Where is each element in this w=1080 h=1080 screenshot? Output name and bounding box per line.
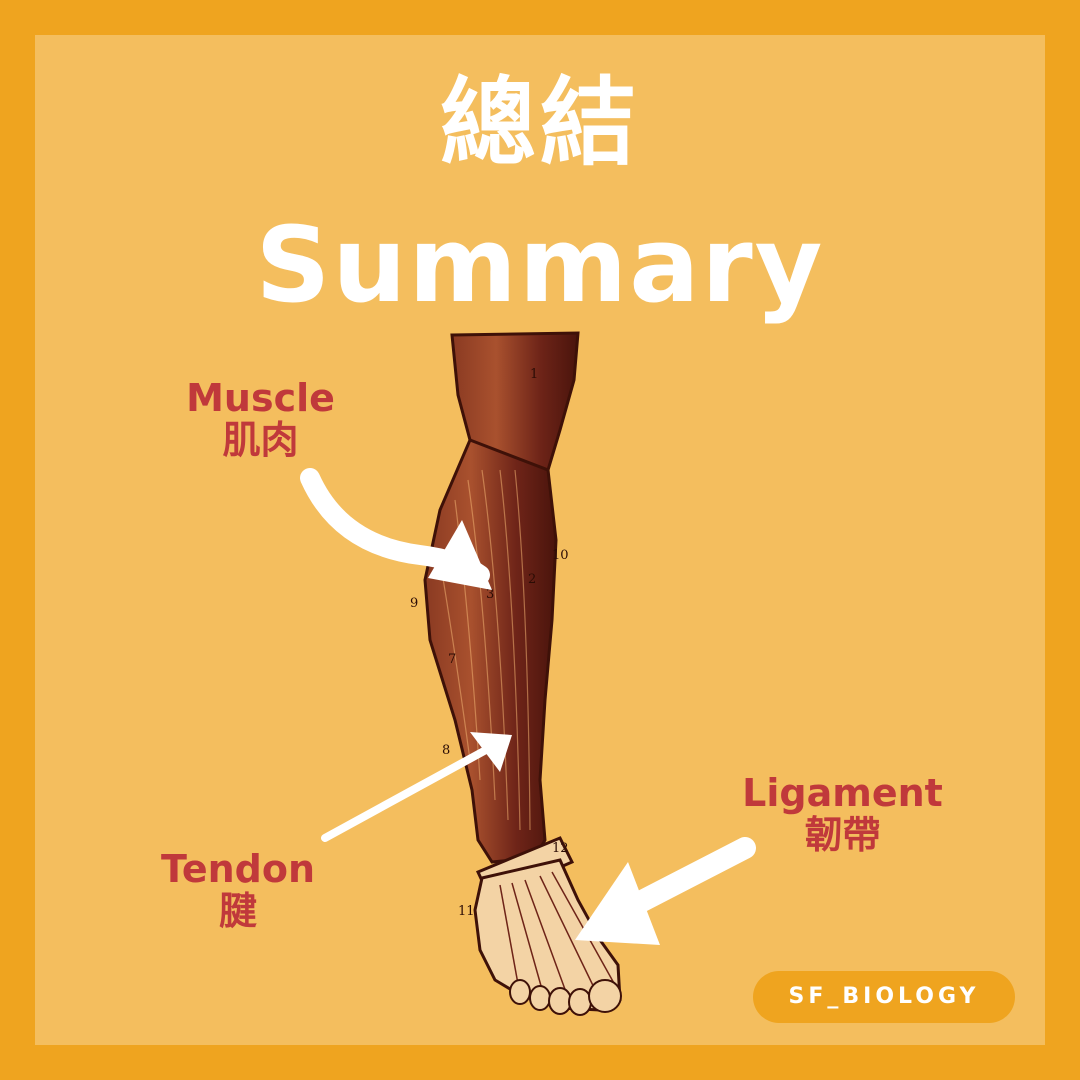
toes [509, 979, 622, 1016]
leg-number-3: 3 [486, 587, 494, 602]
label-ligament: Ligament 韌帶 [735, 772, 950, 856]
leg-number-11: 11 [458, 904, 475, 919]
leg-number-12: 12 [552, 841, 569, 856]
leg-number-1: 1 [530, 367, 538, 382]
label-ligament-en: Ligament [742, 771, 943, 815]
label-tendon-en: Tendon [160, 847, 316, 891]
title-chinese: 總結 [440, 67, 640, 179]
leg-number-8: 8 [442, 743, 450, 758]
brand-badge: SF_BIOLOGY [753, 971, 1015, 1023]
label-muscle-zh: 肌肉 [222, 418, 299, 462]
title-english: Summary [255, 204, 825, 326]
label-ligament-zh: 韌帶 [804, 813, 881, 857]
label-muscle: Muscle 肌肉 [178, 377, 343, 461]
leg-number-9: 9 [410, 596, 418, 611]
lower-leg-shape [423, 438, 558, 864]
foot-tendons [499, 871, 616, 1004]
label-tendon-zh: 腱 [218, 889, 257, 933]
leg-number-2: 2 [528, 572, 536, 587]
leg-number-7: 7 [448, 652, 456, 667]
ligament-arrow [575, 837, 756, 945]
label-tendon: Tendon 腱 [148, 848, 328, 932]
leg-number-10: 10 [552, 548, 569, 563]
muscle-arrow [300, 468, 492, 590]
label-muscle-en: Muscle [186, 376, 335, 420]
tendon-arrow [321, 732, 512, 842]
